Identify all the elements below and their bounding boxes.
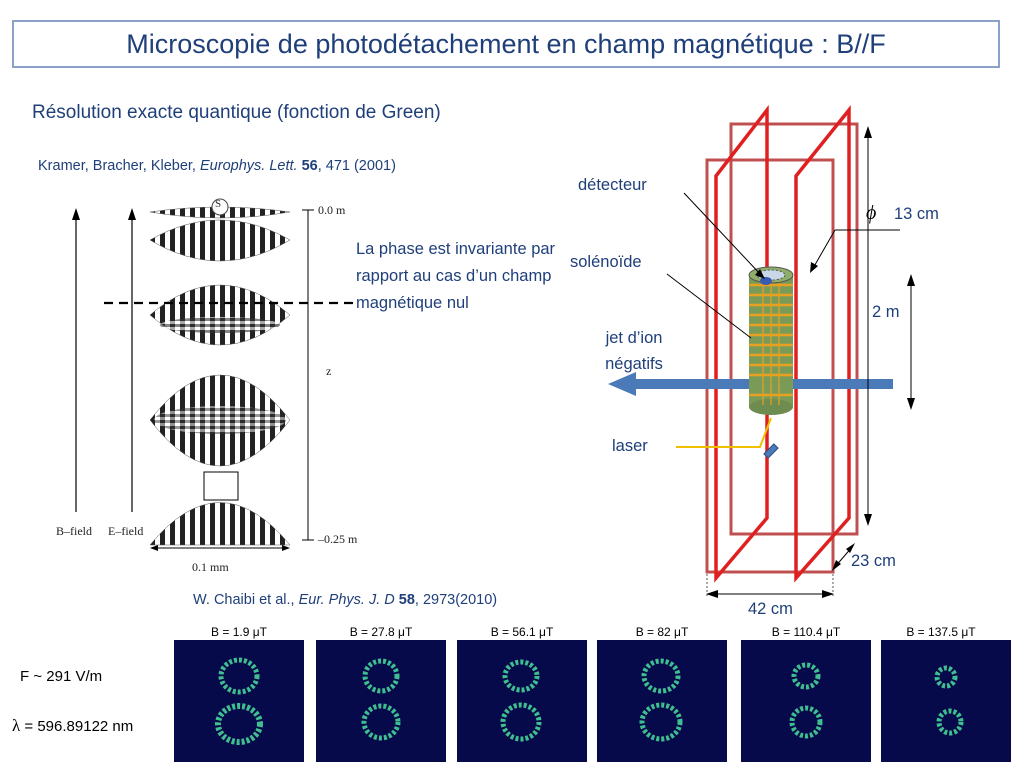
z-axis-label: z: [326, 364, 332, 378]
detector-label: détecteur: [578, 176, 647, 194]
wavelength-number: = 596.89122 nm: [20, 718, 134, 735]
title-box: Microscopie de photodétachement en champ…: [12, 20, 1000, 68]
detector-image-6: [881, 640, 1011, 762]
front-frame: [705, 158, 835, 574]
ion-beam-left: [628, 379, 750, 389]
ion-beam-label-line1: jet d’ion: [605, 329, 663, 347]
b-field-label: B–field: [56, 524, 92, 538]
diameter-label: 13 cm: [894, 205, 939, 223]
coil-right: [794, 105, 851, 583]
z-top-label: 0.0 m: [318, 203, 346, 217]
interference-lobes: [149, 206, 291, 546]
detector-disk: [760, 277, 772, 285]
z-bottom-label: –0.25 m: [318, 532, 358, 546]
field-value: F ~ 291 V/m: [20, 668, 103, 685]
phase-note: La phase est invariante par rapport au c…: [356, 240, 556, 312]
e-field-label: E–field: [108, 524, 144, 538]
ion-beam-label-line2: négatifs: [605, 355, 663, 373]
b-label-5: B = 110.4 μT: [771, 625, 841, 639]
solenoid-label: solénoïde: [570, 253, 642, 271]
b-label-2: B = 27.8 μT: [349, 625, 413, 639]
phi-symbol: ϕ: [866, 202, 877, 224]
b-field-arrowhead: [72, 208, 80, 220]
detector-image-5: [741, 640, 871, 762]
laser-mirror: [763, 443, 779, 459]
ref1-rest: , 471 (2001): [317, 158, 396, 174]
wavelength-value: λ = 596.89122 nm: [12, 716, 133, 736]
ref2-journal: Eur. Phys. J. D: [298, 592, 395, 608]
detector-image-2: [316, 640, 446, 762]
laser-beam: [676, 417, 772, 448]
rear-frame: [729, 122, 859, 536]
detector-image-4: [597, 640, 727, 762]
solenoid: [748, 266, 794, 415]
detector-pointer: [683, 192, 763, 277]
b-label-3: B = 56.1 μT: [490, 625, 554, 639]
source-label: S: [215, 198, 222, 210]
ref1-journal: Europhys. Lett.: [200, 158, 298, 174]
ref1-volume: 56: [301, 158, 318, 174]
subtitle: Résolution exacte quantique (fonction de…: [32, 102, 441, 123]
slide-title: Microscopie de photodétachement en champ…: [126, 28, 886, 59]
lambda-symbol: λ: [12, 716, 21, 735]
ref1-authors: Kramer, Bracher, Kleber,: [38, 158, 200, 174]
coil-left: [714, 104, 769, 583]
zoom-box: [203, 471, 239, 501]
height-label: 2 m: [872, 303, 900, 321]
width-scale-label: 0.1 mm: [192, 560, 229, 574]
detector-image-1: [174, 640, 304, 762]
ion-beam-right: [793, 379, 893, 389]
laser-label: laser: [612, 437, 648, 455]
width-label: 42 cm: [748, 600, 793, 618]
b-label-4: B = 82 μT: [635, 625, 689, 639]
ion-beam-label: jet d’ion négatifs: [586, 325, 682, 377]
ref2-authors: W. Chaibi et al.,: [193, 592, 299, 608]
reference-chaibi: W. Chaibi et al., Eur. Phys. J. D 58, 29…: [193, 592, 497, 608]
depth-label: 23 cm: [851, 552, 896, 570]
detector-image-3: [457, 640, 587, 762]
reference-kramer: Kramer, Bracher, Kleber, Europhys. Lett.…: [38, 158, 396, 174]
ref2-rest: , 2973(2010): [414, 592, 498, 608]
ref2-volume: 58: [398, 592, 415, 608]
b-label-6: B = 137.5 μT: [906, 625, 976, 639]
e-field-arrowhead: [128, 208, 136, 220]
b-label-1: B = 1.9 μT: [211, 625, 267, 639]
